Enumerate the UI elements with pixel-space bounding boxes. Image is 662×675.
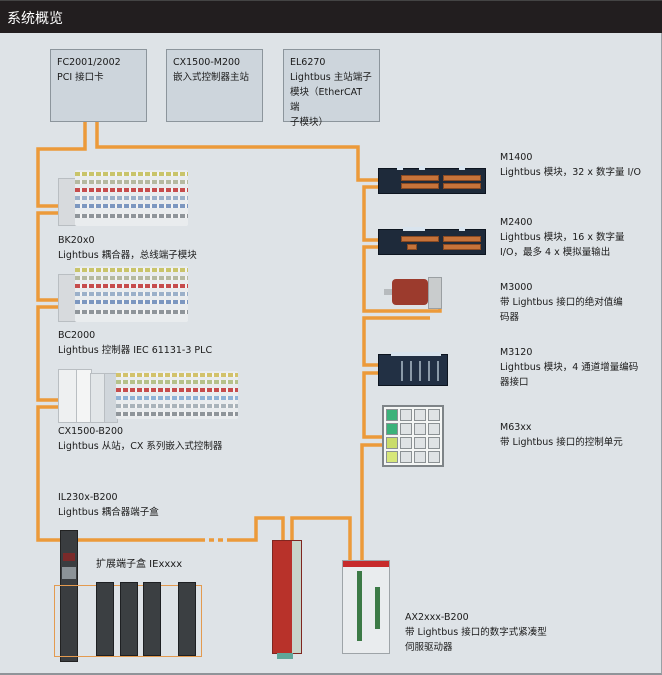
device-label-m3120: M3120 Lightbus 模块，4 通道增量编码 器接口 bbox=[500, 345, 638, 390]
bus-line bbox=[36, 122, 87, 208]
m2400-device-image bbox=[378, 227, 486, 255]
device-label-m63xx: M63xx 带 Lightbus 接口的控制单元 bbox=[500, 420, 623, 450]
page-title: 系统概览 bbox=[7, 11, 63, 27]
extension-box-image bbox=[96, 582, 114, 656]
master-model: CX1500-M200 bbox=[173, 57, 241, 68]
master-desc: 嵌入式控制器主站 bbox=[173, 72, 250, 83]
device-label-m2400: M2400 Lightbus 模块，16 x 数字量 I/O，最多 4 x 模拟… bbox=[500, 215, 624, 260]
device-desc: Lightbus 从站，CX 系列嵌入式控制器 bbox=[58, 441, 223, 452]
bus-line bbox=[360, 443, 384, 565]
device-desc: I/O，最多 4 x 模拟量输出 bbox=[500, 247, 611, 258]
device-desc: 伺服驱动器 bbox=[405, 642, 453, 653]
master-box-fc2001: FC2001/2002 PCI 接口卡 bbox=[50, 49, 147, 122]
device-model: IL230x-B200 bbox=[58, 492, 118, 503]
device-model: M1400 bbox=[500, 152, 533, 163]
device-model: CX1500-B200 bbox=[58, 426, 124, 437]
device-desc: 器接口 bbox=[500, 377, 529, 388]
device-desc: Lightbus 模块，4 通道增量编码 bbox=[500, 362, 639, 373]
bus-line bbox=[230, 516, 285, 542]
device-model: AX2xxx-B200 bbox=[405, 612, 469, 623]
ax2xxx-servo-drive-image bbox=[342, 560, 390, 654]
extension-box-image bbox=[120, 582, 138, 656]
bus-line bbox=[362, 185, 378, 242]
device-model: BC2000 bbox=[58, 330, 96, 341]
extension-box-image bbox=[143, 582, 161, 656]
servo-module-image bbox=[272, 540, 302, 659]
device-desc: 码器 bbox=[500, 312, 520, 323]
m63xx-keypad-image bbox=[382, 405, 444, 467]
device-label-bc2000: BC2000 Lightbus 控制器 IEC 61131-3 PLC bbox=[58, 328, 212, 358]
device-label-m1400: M1400 Lightbus 模块，32 x 数字量 I/O bbox=[500, 150, 641, 180]
device-model: M3000 bbox=[500, 282, 533, 293]
bus-line bbox=[36, 211, 58, 302]
m3000-encoder-image bbox=[384, 277, 444, 309]
device-desc: Lightbus 耦合器端子盒 bbox=[58, 507, 159, 518]
device-label-m3000: M3000 带 Lightbus 接口的绝对值编 码器 bbox=[500, 280, 623, 325]
master-box-cx1500-m200: CX1500-M200 嵌入式控制器主站 bbox=[166, 49, 263, 122]
master-desc: 子模块） bbox=[290, 117, 329, 128]
device-label-cx1500-b200: CX1500-B200 Lightbus 从站，CX 系列嵌入式控制器 bbox=[58, 424, 222, 454]
title-bar: 系统概览 bbox=[0, 0, 662, 33]
device-desc: Lightbus 控制器 IEC 61131-3 PLC bbox=[58, 345, 213, 356]
device-desc: 带 Lightbus 接口的控制单元 bbox=[500, 437, 623, 448]
bus-line bbox=[95, 122, 378, 182]
device-model: M3120 bbox=[500, 347, 533, 358]
bc2000-device-image bbox=[58, 264, 188, 322]
device-desc: Lightbus 耦合器，总线端子模块 bbox=[58, 250, 197, 261]
m1400-device-image bbox=[378, 166, 486, 194]
master-desc: 模块（EtherCAT 端 bbox=[290, 87, 363, 113]
extension-box-image bbox=[178, 582, 196, 656]
device-desc: Lightbus 模块，32 x 数字量 I/O bbox=[500, 167, 641, 178]
il230x-coupler-box-image bbox=[60, 530, 78, 662]
device-model: BK20x0 bbox=[58, 235, 95, 246]
bus-line bbox=[362, 371, 384, 439]
bus-line bbox=[36, 305, 58, 402]
cx1500-b200-device-image bbox=[58, 369, 238, 423]
bus-line bbox=[362, 316, 430, 367]
device-model: M63xx bbox=[500, 422, 532, 433]
device-model: M2400 bbox=[500, 217, 533, 228]
master-desc: PCI 接口卡 bbox=[57, 72, 104, 83]
device-desc: 带 Lightbus 接口的数字式紧凑型 bbox=[405, 627, 547, 638]
device-desc: 带 Lightbus 接口的绝对值编 bbox=[500, 297, 623, 308]
master-desc: Lightbus 主站端子 bbox=[290, 72, 372, 83]
device-label-bk20x0: BK20x0 Lightbus 耦合器，总线端子模块 bbox=[58, 233, 197, 263]
master-model: FC2001/2002 bbox=[57, 57, 121, 68]
m3120-device-image bbox=[378, 352, 448, 386]
bus-line bbox=[290, 516, 352, 560]
master-model: EL6270 bbox=[290, 57, 326, 68]
bk20x0-device-image bbox=[58, 168, 188, 226]
device-desc: Lightbus 模块，16 x 数字量 bbox=[500, 232, 625, 243]
device-label-il230x-b200: IL230x-B200 Lightbus 耦合器端子盒 bbox=[58, 490, 159, 520]
extension-box-label: 扩展端子盒 IExxxx bbox=[96, 559, 183, 570]
master-box-el6270: EL6270 Lightbus 主站端子 模块（EtherCAT 端 子模块） bbox=[283, 49, 380, 128]
bus-line bbox=[36, 405, 64, 542]
device-label-ax2xxx-b200: AX2xxx-B200 带 Lightbus 接口的数字式紧凑型 伺服驱动器 bbox=[405, 610, 547, 655]
